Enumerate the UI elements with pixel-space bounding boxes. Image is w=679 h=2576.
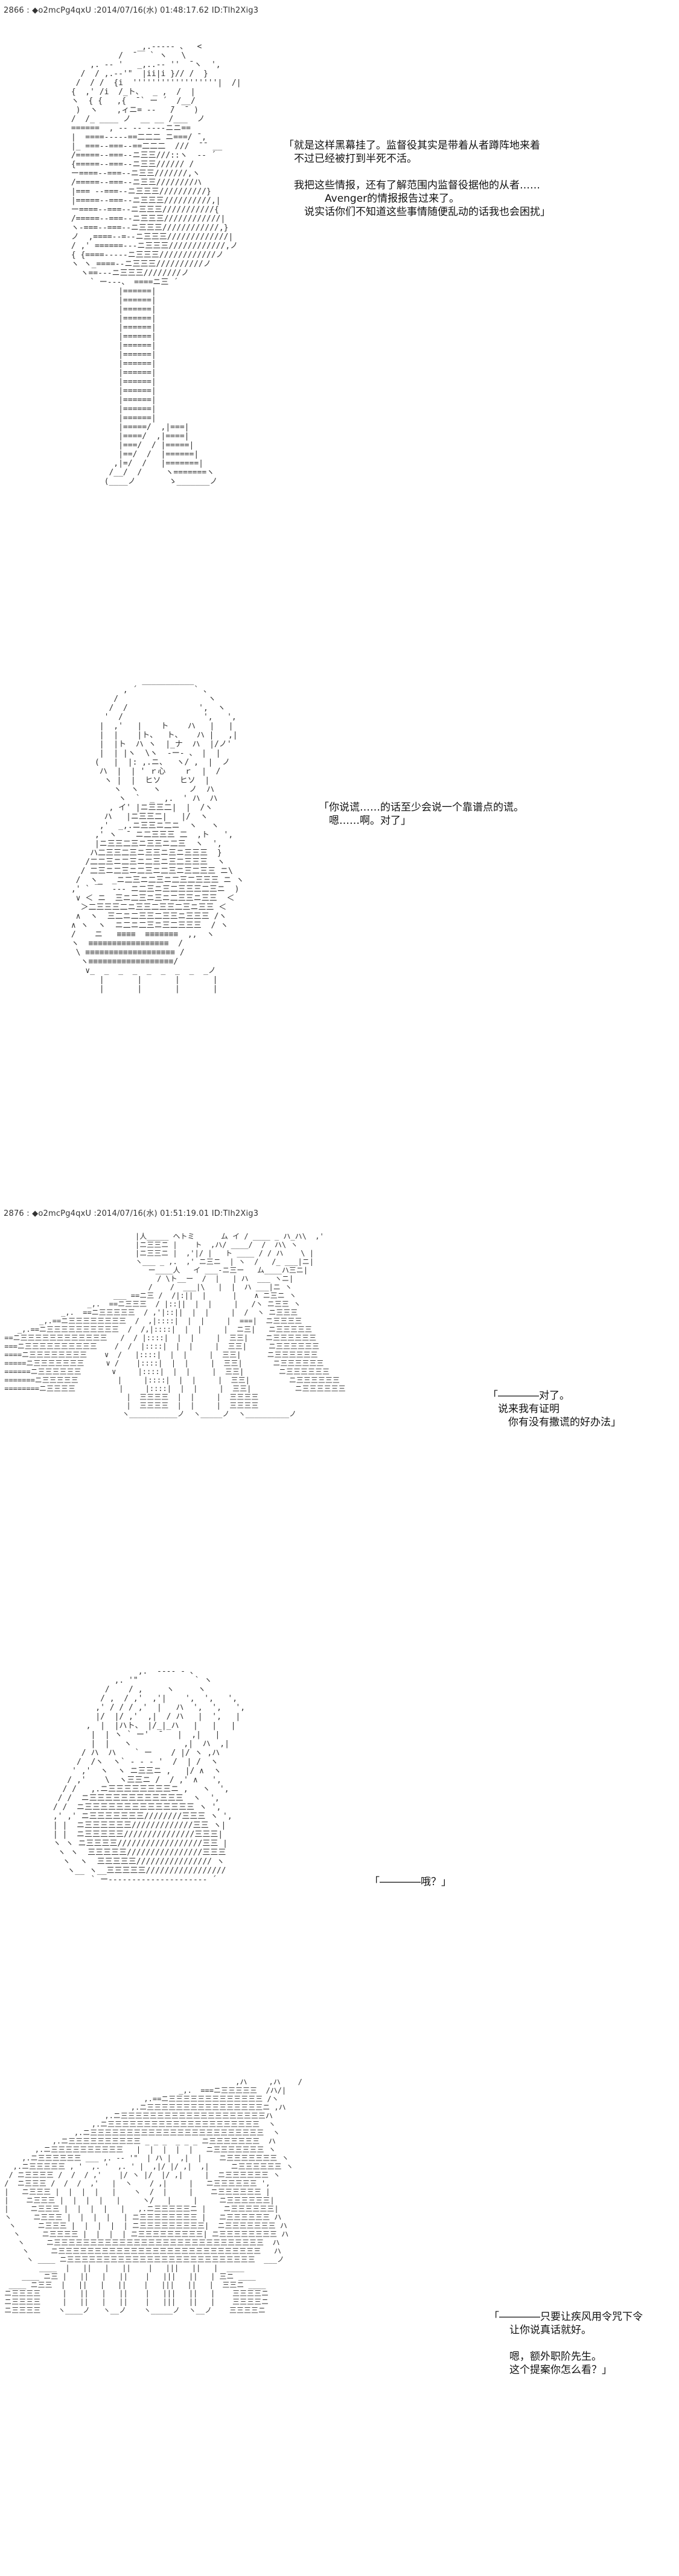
aa-art-glyphs: ,.-‐‐‐- 、 < / ̄ ￣ ` ヽ \ ,. -‐ ' _,..-‐ '… (71, 42, 241, 486)
dialogue-bubble: 「――――对了。 说来我有证明 你有没有撒谎的好办法」 (488, 1390, 621, 1428)
dialogue-bubble: 「你说谎……的话至少会说一个靠谱点的谎。 嗯……啊。对了」 (319, 801, 524, 827)
post-header-2876: 2876 : ◆o2mcPg4qxU :2014/07/16(水) 01:51:… (4, 1209, 259, 1218)
aa-art-glyphs: ___________ , ´ ` 、 / ヽ / / ', ヽ ' / ', … (71, 676, 244, 994)
aa-art-glyphs: ,ハ ,ハ / _,. ===ニ三三三三三 /ハ/| ,.==ニ三三三三三三三三… (4, 2078, 302, 2314)
dialogue-bubble: 「――――哦？」 (369, 1876, 451, 1888)
post-header-2866: 2866 : ◆o2mcPg4qxU :2014/07/16(水) 01:48:… (4, 6, 259, 15)
aa-art-action-scene: |人_____ ヘトミ ム イ / ____ _ ハ_ハ\ ,' |ニ三三ニ |… (0, 1232, 483, 1649)
dialogue-bubble: 「就是这样黑幕挂了。监督役其实是带着从者蹲阵地来着 不过已经被打到半死不活。 我… (284, 140, 550, 218)
aa-art-group-scene: ,ハ ,ハ / _,. ===ニ三三三三三 /ハ/| ,.==ニ三三三三三三三三… (0, 2078, 483, 2576)
aa-art-glyphs: ,. -‐‐‐ - 、 ,. '" ` ヽ / / , ヽ ヽ / , / ,'… (53, 1667, 246, 1884)
aa-art-standing-figure: ,.-‐‐‐- 、 < / ̄ ￣ ` ヽ \ ,. -‐ ' _,..-‐ '… (66, 42, 284, 628)
dialogue-bubble: 「――――只要让疾风用令咒下令 让你说真话就好。 嗯，额外职阶先生。 这个提案你… (489, 2311, 643, 2376)
aa-art-standing-figure: ,. -‐‐‐ - 、 ,. '" ` ヽ / / , ヽ ヽ / , / ,'… (48, 1667, 314, 2023)
aa-art-glyphs: |人_____ ヘトミ ム イ / ____ _ ハ_ハ\ ,' |ニ三三ニ |… (4, 1232, 346, 1418)
aa-art-seated-figure: ___________ , ´ ` 、 / ヽ / / ', ヽ ' / ', … (66, 676, 344, 1196)
